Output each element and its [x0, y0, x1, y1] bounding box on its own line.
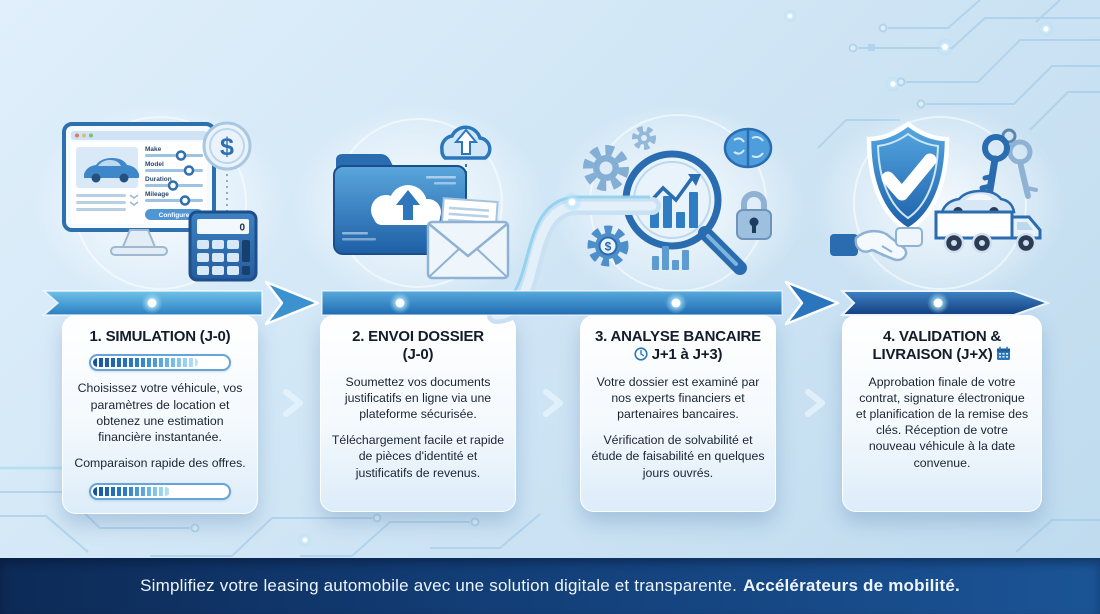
step-title: 4. VALIDATION & LIVRAISON (J+X) — [853, 328, 1031, 365]
keys-icon — [979, 128, 1038, 200]
calendar-icon — [997, 347, 1011, 361]
step-body: Soumettez vos documents justificatifs en… — [331, 374, 505, 480]
step-title: 3. ANALYSE BANCAIRE J+1 à J+3) — [595, 328, 761, 364]
analyse-bancaire-illustration: $ — [568, 116, 788, 292]
monitor-stand — [121, 229, 157, 248]
padlock-icon — [736, 191, 772, 240]
step-title: 2. ENVOI DOSSIER (J-0) — [352, 328, 484, 364]
svg-text:$: $ — [220, 133, 234, 161]
calculator-icon: 0 — [188, 210, 258, 282]
delivery-truck-icon — [934, 210, 1042, 254]
progress-bar-top — [89, 354, 231, 372]
validation-livraison-illustration — [830, 116, 1050, 292]
footer-message: Simplifiez votre leasing automobile avec… — [140, 576, 738, 595]
envelope-icon — [426, 220, 510, 280]
upload-cloud-icon — [440, 125, 492, 160]
footer-brand: Accélérateurs de mobilité. — [743, 576, 960, 595]
simulation-illustration: Make Model Duration Mileage Configure $ … — [50, 116, 270, 292]
svg-text:Mileage: Mileage — [145, 191, 169, 198]
step-card-simulation: 1. SIMULATION (J-0) Choisissez votre véh… — [62, 315, 258, 515]
svg-text:Configure: Configure — [159, 212, 190, 219]
step-title: 1. SIMULATION (J-0) — [89, 328, 231, 345]
step-card-envoi-dossier: 2. ENVOI DOSSIER (J-0) Soumettez vos doc… — [320, 315, 516, 512]
step-body: Approbation finale de votre contrat, sig… — [855, 374, 1029, 470]
handshake-icon — [830, 227, 923, 262]
gap-chevron-icon — [543, 389, 563, 417]
step-body: Choisissez votre véhicule, vos paramètre… — [74, 381, 246, 471]
svg-text:$: $ — [605, 240, 612, 254]
svg-text:Make: Make — [145, 146, 162, 153]
gap-chevron-icon — [283, 389, 303, 417]
progress-bar-bottom — [89, 483, 231, 501]
dollar-coin-icon: $ — [202, 121, 252, 171]
envoi-dossier-illustration — [308, 116, 528, 292]
brain-icon — [723, 127, 773, 169]
step-body: Votre dossier est examiné par nos expert… — [591, 374, 765, 480]
clock-icon — [634, 347, 648, 361]
svg-text:Duration: Duration — [145, 176, 172, 183]
svg-text:0: 0 — [239, 223, 245, 234]
footer-banner: Simplifiez votre leasing automobile avec… — [0, 558, 1100, 614]
milestone-dots — [141, 292, 949, 314]
svg-text:Model: Model — [145, 161, 164, 168]
dollar-gear-icon: $ — [587, 225, 629, 267]
step-card-validation-livraison: 4. VALIDATION & LIVRAISON (J+X) Approbat… — [842, 315, 1042, 512]
step-card-analyse-bancaire: 3. ANALYSE BANCAIRE J+1 à J+3) Votre dos… — [580, 315, 776, 512]
gap-chevron-icon — [805, 389, 825, 417]
mini-bar-chart-icon — [652, 246, 689, 270]
